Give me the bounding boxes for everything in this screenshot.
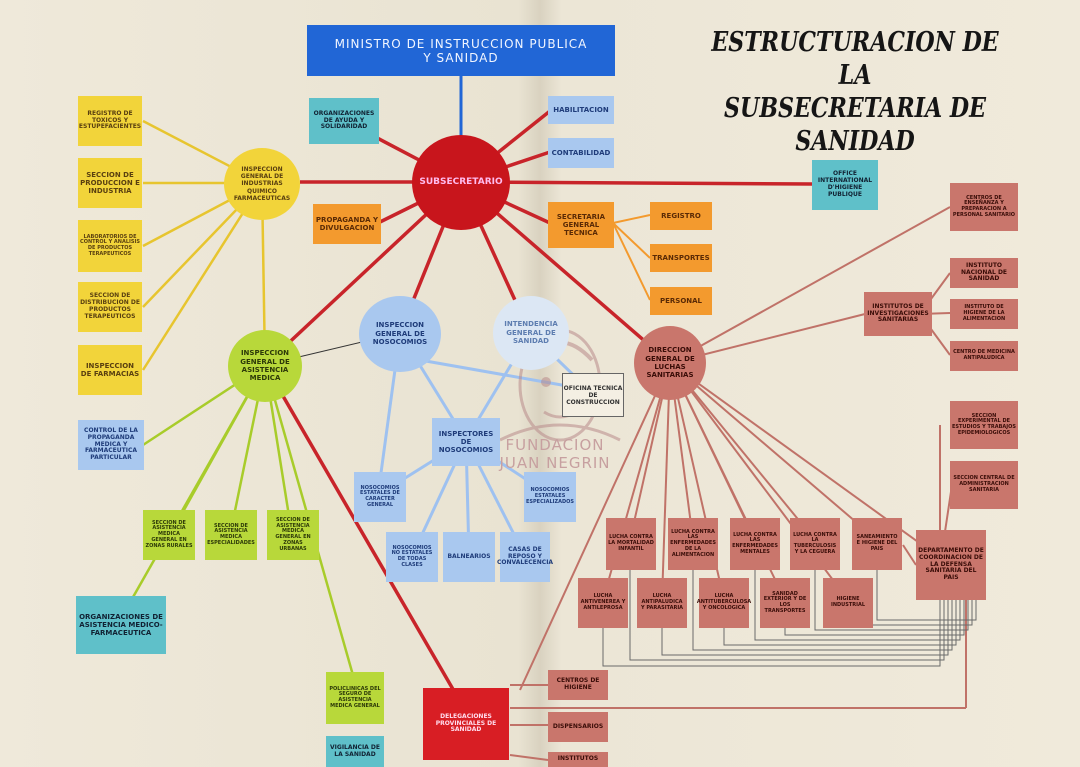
lucha-row1-3: LUCHA CONTRA LAS ENFERMEDADES MENTALES [730,518,780,570]
rurales-node: SECCION DE ASISTENCIA MEDICA GENERAL EN … [143,510,195,560]
institutos-investigacion-node: INSTITUTOS DE INVESTIGACIONES SANITARIAS [864,292,932,336]
habilitacion-node: HABILITACION [548,96,614,124]
centro-medicina-node: CENTRO DE MEDICINA ANTIPALUDICA [950,341,1018,371]
quimico-hub: INSPECCION GENERAL DE INDUSTRIAS QUIMICO… [224,148,300,220]
balnearios-node: BALNEARIOS [443,532,495,582]
dispensarios-node: DISPENSARIOS [548,712,608,742]
title-line-1: ESTRUCTURACION DE LA [711,27,999,91]
vigilancia-node: VIGILANCIA DE LA SANIDAD [326,736,384,767]
lucha-row2-2: LUCHA ANTIPALUDICA Y PARASITARIA [637,578,687,628]
centros-higiene-node: CENTROS DE HIGIENE [548,670,608,700]
asistencia-hub: INSPECCION GENERAL DE ASISTENCIA MEDICA [228,330,302,402]
centros-ensenanza-node: CENTROS DE ENSEÑANZA Y PREPARACION A PER… [950,183,1018,231]
quimico-node-5: INSPECCION DE FARMACIAS [78,345,142,395]
ayuda-node: ORGANIZACIONES DE AYUDA Y SOLIDARIDAD [309,98,379,144]
estatales-especializados-node: NOSOCOMIOS ESTATALES ESPECIALIZADOS [524,472,576,522]
lucha-row2-4: SANIDAD EXTERIOR Y DE LOS TRANSPORTES [760,578,810,628]
quimico-node-2: SECCION DE PRODUCCION E INDUSTRIA [78,158,142,208]
lucha-row2-5: HIGIENE INDUSTRIAL [823,578,873,628]
subsecretario-hub: SUBSECRETARIO [412,135,510,230]
quimico-node-3: LABORATORIOS DE CONTROL Y ANALISIS DE PR… [78,220,142,272]
quimico-node-1: REGISTRO DE TOXICOS Y ESTUPEFACIENTES [78,96,142,146]
policlinicas-node: POLICLINICAS DEL SEGURO DE ASISTENCIA ME… [326,672,384,724]
reposo-node: CASAS DE REPOSO Y CONVALECENCIA [497,532,553,582]
inspectores-node: INSPECTORES DE NOSOCOMIOS [432,418,500,466]
lucha-row1-4: LUCHA CONTRA LA TUBERCULOSIS Y LA CEGUER… [790,518,840,570]
seccion-epidemiologica-node: SECCION EXPERIMENTAL DE ESTUDIOS Y TRABA… [950,401,1018,449]
quimico-node-4: SECCION DE DISTRIBUCION DE PRODUCTOS TER… [78,282,142,332]
transportes-node: TRANSPORTES [650,244,712,272]
nosocomios-hub: INSPECCION GENERAL DE NOSOCOMIOS [359,296,441,372]
foundation-watermark-text: FUNDACION JUAN NEGRIN [499,436,611,472]
office-international-node: OFFICE INTERNATIONAL D'HIGIENE PUBLIQUE [812,160,878,210]
urbanas-node: SECCION DE ASISTENCIA MEDICA GENERAL EN … [267,510,319,560]
instituto-nacional-node: INSTITUTO NACIONAL DE SANIDAD [950,258,1018,288]
delegaciones-node: DELEGACIONES PROVINCIALES DE SANIDAD [423,688,509,760]
organizaciones-asistencia-node: ORGANIZACIONES DE ASISTENCIA MEDICO-FARM… [76,596,166,654]
title-line-2: SUBSECRETARIA DE SANIDAD [724,93,986,157]
lucha-row1-2: LUCHA CONTRA LAS ENFERMEDADES DE LA ALIM… [668,518,718,570]
intendencia-hub: INTENDENCIA GENERAL DE SANIDAD [493,296,569,370]
especialidades-node: SECCION DE ASISTENCIA MEDICA ESPECIALIDA… [205,510,257,560]
instituto-higiene-node: INSTITUTO DE HIGIENE DE LA ALIMENTACION [950,299,1018,329]
no-estatales-node: NOSOCOMIOS NO ESTATALES DE TODAS CLASES [386,532,438,582]
institutos-bottom-node: INSTITUTOS [548,752,608,767]
secretaria-node: SECRETARIA GENERAL TECNICA [548,202,614,248]
contabilidad-node: CONTABILIDAD [548,138,614,168]
minister-box: MINISTRO DE INSTRUCCION PUBLICA Y SANIDA… [307,25,615,76]
departamento-coordinacion-node: DEPARTAMENTO DE COORDINACION DE LA DEFEN… [916,530,986,600]
luchas-hub: DIRECCION GENERAL DE LUCHAS SANITARIAS [634,326,706,400]
propaganda-node: PROPAGANDA Y DIVULGACION [313,204,381,244]
lucha-row1-1: LUCHA CONTRA LA MORTALIDAD INFANTIL [606,518,656,570]
poster-title: ESTRUCTURACION DE LA SUBSECRETARIA DE SA… [703,26,1006,158]
lucha-row1-5: SANEAMIENTO E HIGIENE DEL PAIS [852,518,902,570]
lucha-row2-1: LUCHA ANTIVENEREA Y ANTILEPROSA [578,578,628,628]
personal-node: PERSONAL [650,287,712,315]
seccion-administracion-node: SECCION CENTRAL DE ADMINISTRACION SANITA… [950,461,1018,509]
estatales-general-node: NOSOCOMIOS ESTATALES DE CARACTER GENERAL [354,472,406,522]
oficina-tecnica-node: OFICINA TECNICA DE CONSTRUCCION [562,373,624,417]
lucha-row2-3: LUCHA ANTITUBERCULOSA Y ONCOLOGICA [697,578,751,628]
registro-node: REGISTRO [650,202,712,230]
control-propaganda-node: CONTROL DE LA PROPAGANDA MEDICA Y FARMAC… [78,420,144,470]
